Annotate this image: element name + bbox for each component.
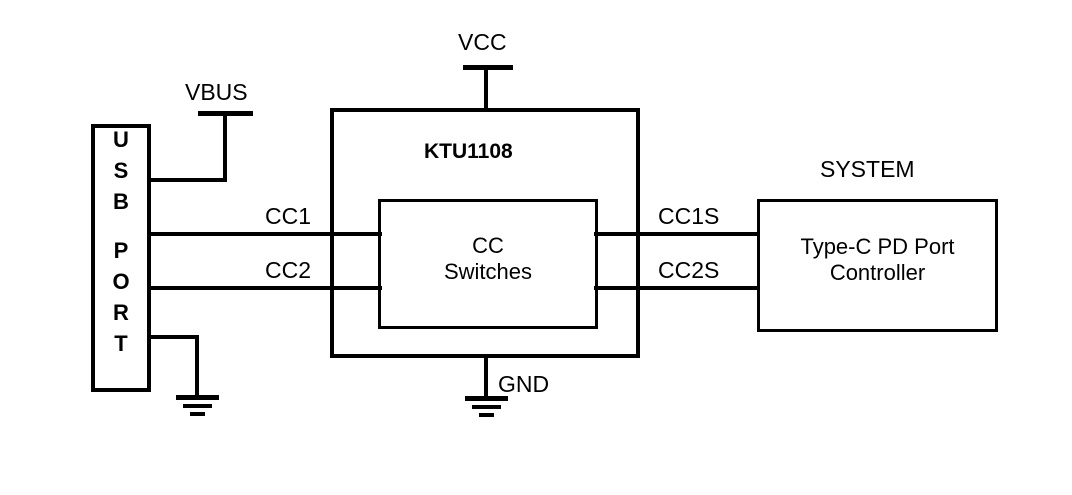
usb-port-letter-s: S	[113, 158, 129, 183]
usb-port-letter-r: R	[113, 300, 129, 325]
cc-switches-label: CC Switches	[378, 233, 598, 285]
usb-port-letter-t: T	[114, 331, 128, 356]
usb-port-letter-u: U	[113, 127, 129, 152]
vcc-terminal-bar	[463, 65, 513, 70]
cc-switches-label-line-2: Switches	[443, 258, 533, 284]
vbus-net-label: VBUS	[185, 79, 248, 105]
usb-port-letter-p: P	[113, 238, 129, 263]
usb-port-letter-b: B	[113, 189, 129, 214]
gnd-symbol-bar-1	[465, 396, 508, 401]
cc1-wire	[149, 232, 382, 236]
gnd-net-label: GND	[498, 371, 550, 397]
gnd-symbol-bar-3	[479, 413, 494, 417]
pd-port-controller-block	[757, 199, 998, 332]
ktu1108-part-number: KTU1108	[424, 140, 513, 163]
usb-port-block	[91, 124, 151, 392]
usb-gnd-symbol-bar-3	[190, 412, 205, 416]
cc-switches-label-line-1: CC	[472, 233, 504, 258]
system-group-label: SYSTEM	[820, 156, 915, 182]
usb-gnd-symbol-bar-1	[176, 395, 219, 400]
usb-gnd-wire-vertical	[195, 335, 199, 397]
cc1s-net-label: CC1S	[658, 203, 720, 229]
cc1s-wire	[594, 232, 760, 236]
cc1-net-label: CC1	[265, 203, 312, 229]
pd-port-controller-label-line-2: Controller	[829, 259, 926, 285]
cc2s-net-label: CC2S	[658, 257, 720, 283]
gnd-symbol-bar-2	[472, 405, 501, 409]
pd-port-controller-label-line-1: Type-C PD Port	[800, 234, 955, 259]
usb-gnd-wire-horizontal	[149, 335, 199, 339]
vcc-wire-vertical	[484, 67, 488, 112]
cc-switches-block	[378, 199, 598, 329]
vbus-wire-vertical	[223, 113, 227, 182]
cc2-wire	[149, 286, 382, 290]
cc2-net-label: CC2	[265, 257, 312, 283]
vcc-net-label: VCC	[458, 29, 507, 55]
vbus-wire-horizontal	[149, 178, 227, 182]
gnd-wire-vertical	[484, 356, 488, 398]
usb-port-letter-o: O	[112, 269, 130, 294]
pd-port-controller-label: Type-C PD Port Controller	[757, 234, 998, 286]
usb-gnd-symbol-bar-2	[183, 404, 212, 408]
usb-port-label: U S B P O R T	[91, 124, 151, 392]
cc2s-wire	[594, 286, 760, 290]
